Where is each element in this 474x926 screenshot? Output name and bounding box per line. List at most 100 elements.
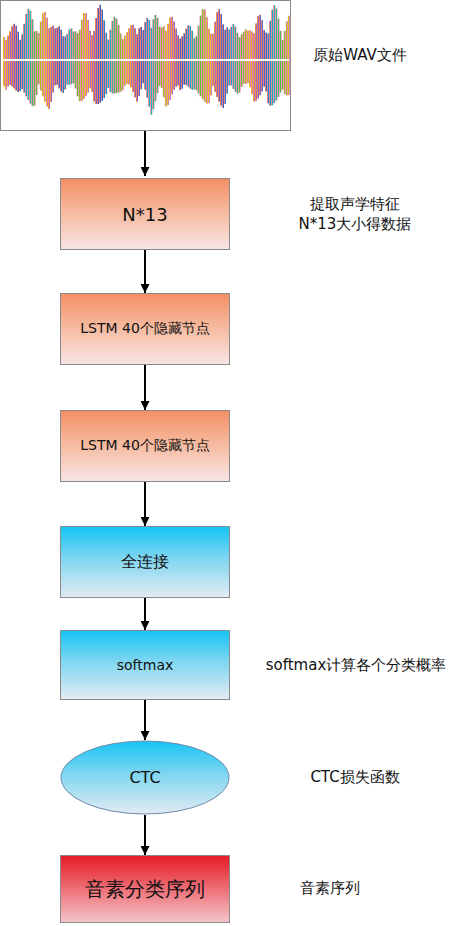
wave-bar: [149, 20, 151, 107]
annotation: 原始WAV文件: [313, 45, 407, 65]
node-text: LSTM 40个隐藏节点: [80, 320, 210, 338]
wave-bar: [286, 21, 288, 95]
loss-ellipse: CTC: [60, 740, 230, 815]
wave-bar: [253, 33, 255, 101]
wave-bar: [263, 30, 265, 87]
wave-bar: [280, 31, 282, 93]
annotation: 提取声学特征 N*13大小得数据: [288, 194, 423, 235]
wave-bar: [132, 25, 134, 92]
wave-bar: [11, 26, 13, 86]
wave-bar: [40, 22, 42, 91]
wave-bar: [83, 13, 85, 99]
wave-bar: [112, 21, 114, 94]
wave-bar: [71, 28, 73, 84]
wave-bar: [196, 36, 198, 90]
wave-bar: [229, 30, 231, 86]
wave-bar: [216, 12, 218, 97]
wave-bar: [218, 9, 220, 102]
wave-bar: [32, 19, 34, 106]
wave-bar: [138, 28, 140, 96]
wave-bar: [181, 36, 183, 88]
wave-bar: [42, 13, 44, 96]
annotation: CTC损失函数: [310, 767, 399, 787]
wave-bar: [28, 9, 30, 100]
wave-bar: [93, 31, 95, 101]
wave-bar: [46, 18, 48, 107]
node-text: N*13: [122, 204, 167, 225]
wave-bar: [62, 36, 64, 93]
wave-bar: [175, 29, 177, 87]
wave-bar: [15, 26, 17, 91]
wave-bar: [106, 33, 108, 94]
wave-bar: [130, 25, 132, 87]
wave-bar: [120, 33, 122, 91]
wave-bar: [36, 31, 38, 95]
wave-bar: [202, 9, 204, 99]
wave-bar: [87, 20, 89, 93]
wave-bar: [171, 17, 173, 95]
wave-bar: [237, 33, 239, 94]
wave-bar: [245, 29, 247, 83]
wave-bar: [204, 10, 206, 102]
wave-bar: [265, 33, 267, 92]
wave-bar: [54, 28, 56, 85]
wave-bar: [208, 29, 210, 103]
wave-bar: [249, 30, 251, 87]
wave-bar: [224, 30, 226, 104]
wave-bar: [200, 16, 202, 97]
wave-bar: [79, 30, 81, 101]
wave-bar: [77, 33, 79, 96]
wave-bar: [19, 40, 21, 91]
wave-bar: [101, 10, 103, 101]
wave-bar: [56, 28, 58, 85]
wave-bar: [97, 8, 99, 104]
annotation: softmax计算各个分类概率: [266, 655, 447, 675]
input-arrow: [144, 131, 146, 176]
flow-arrow: [144, 815, 146, 855]
wave-bar: [5, 40, 7, 90]
wave-bar: [239, 37, 241, 92]
wave-bar: [251, 31, 253, 94]
wave-bar: [247, 31, 249, 84]
wave-bar: [214, 22, 216, 92]
wave-bar: [188, 25, 190, 86]
wave-bar: [231, 27, 233, 86]
wave-bar: [26, 14, 28, 96]
wave-bar: [185, 29, 187, 85]
wave-bar: [167, 24, 169, 105]
wave-bar: [48, 28, 50, 109]
wave-bar: [163, 26, 165, 97]
wave-bar: [161, 28, 163, 89]
wave-bar: [169, 17, 171, 100]
wave-bar: [114, 17, 116, 94]
wave-bar: [91, 35, 93, 92]
wave-bar: [233, 24, 235, 89]
wave-bar: [128, 28, 130, 84]
wave-bar: [144, 22, 146, 90]
lstm-box: LSTM 40个隐藏节点: [60, 410, 230, 482]
wave-bar: [34, 31, 36, 105]
wave-bar: [157, 18, 159, 93]
wave-bar: [58, 26, 60, 88]
feature-box: N*13: [60, 178, 230, 250]
wave-bar: [153, 19, 155, 109]
wave-bar: [222, 24, 224, 108]
wave-bar: [7, 36, 9, 87]
wave-bar: [147, 18, 149, 98]
wave-bar: [13, 24, 15, 89]
wave-bar: [151, 28, 153, 115]
flow-arrow: [144, 700, 146, 740]
wave-bar: [134, 28, 136, 97]
flow-arrow: [144, 250, 146, 293]
dense-box: 全连接: [60, 526, 230, 598]
wave-bar: [259, 15, 261, 96]
waveform-image: [0, 0, 292, 132]
wave-bar: [288, 16, 290, 95]
wave-bar: [270, 21, 272, 106]
lstm-box: LSTM 40个隐藏节点: [60, 293, 230, 365]
wave-bar: [118, 25, 120, 92]
wave-bar: [142, 30, 144, 83]
wave-bar: [243, 32, 245, 84]
node-text: CTC: [129, 768, 160, 787]
wave-bar: [116, 19, 118, 93]
